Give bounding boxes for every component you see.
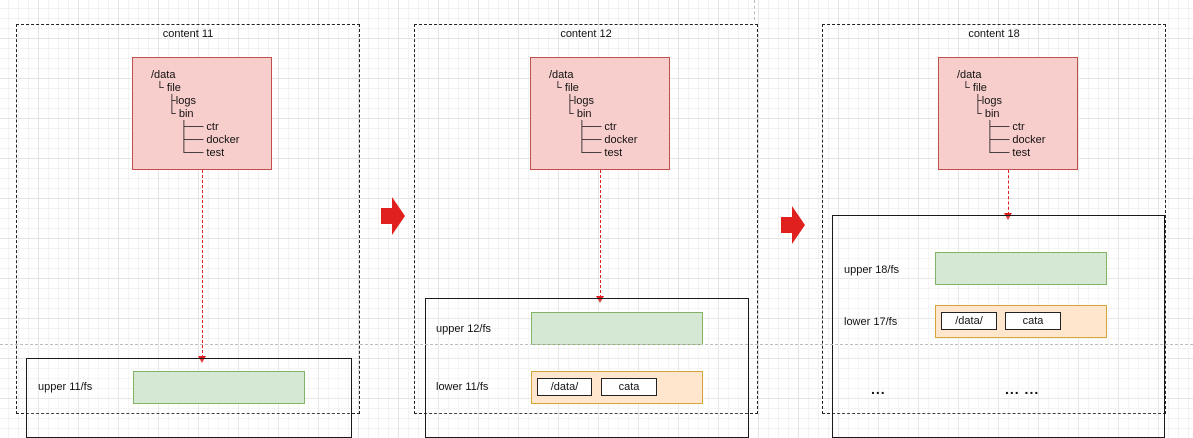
tree-line: └── test	[578, 147, 623, 159]
tree-line: ├logs	[566, 95, 594, 107]
mount-arrow	[596, 170, 604, 303]
upper-layer-bar	[133, 371, 305, 404]
tree-line: /data	[151, 69, 176, 81]
directory-tree: /data └ file ├logs └ bin ├── ctr ├── doc…	[132, 57, 272, 170]
panel-content-18: content 18 /data └ file ├logs └ bin ├── …	[822, 24, 1166, 438]
lower-layer-label: lower 17/fs	[844, 316, 898, 328]
lower-layer-label: lower 11/fs	[436, 381, 489, 393]
tree-line: ├── docker	[180, 134, 240, 146]
overlay-layers: upper 11/fs	[26, 358, 352, 438]
tree-line: /data	[549, 69, 574, 81]
tree-line: ├── docker	[578, 134, 638, 146]
lower-layer-chip: cata	[601, 378, 657, 396]
lower-layer-chip: /data/	[941, 312, 997, 330]
tree-line: ├── ctr	[180, 121, 219, 133]
panel-title: content 18	[968, 28, 1020, 40]
tree-line: ├logs	[974, 95, 1002, 107]
lower-layer-chip: cata	[1005, 312, 1061, 330]
mount-arrow	[198, 170, 206, 363]
tree-line: └── test	[180, 147, 225, 159]
overlay-layers: upper 18/fs lower 17/fs /data/ cata ... …	[832, 215, 1165, 438]
tree-line: /data	[957, 69, 982, 81]
tree-line: └ file	[554, 82, 579, 94]
upper-layer-bar	[531, 312, 703, 345]
directory-tree: /data └ file ├logs └ bin ├── ctr ├── doc…	[938, 57, 1078, 170]
tree-line: └ bin	[168, 108, 194, 120]
tree-line: └── test	[986, 147, 1031, 159]
panel-content-12: content 12 /data └ file ├logs └ bin ├── …	[414, 24, 758, 438]
upper-layer-label: upper 12/fs	[436, 323, 492, 335]
panel-title: content 11	[162, 28, 214, 40]
panel-content-11: content 11 /data └ file ├logs └ bin ├── …	[16, 24, 360, 438]
guide-line-vertical	[754, 0, 755, 20]
tree-line: ├── ctr	[578, 121, 617, 133]
upper-layer-label: upper 18/fs	[844, 264, 900, 276]
upper-layer-label: upper 11/fs	[38, 381, 93, 393]
upper-layer-bar	[935, 252, 1107, 285]
lower-layer-bar: /data/ cata	[935, 305, 1107, 338]
lower-layer-bar: /data/ cata	[531, 371, 703, 404]
tree-line: ├── docker	[986, 134, 1046, 146]
tree-line: └ file	[156, 82, 181, 94]
mount-arrow	[1004, 170, 1012, 220]
ellipsis-right: ... ...	[1005, 381, 1040, 397]
lower-layer-chip: /data/	[537, 378, 592, 396]
tree-line: ├── ctr	[986, 121, 1025, 133]
tree-line: ├logs	[168, 95, 196, 107]
arrow-right-icon	[381, 197, 405, 235]
directory-tree: /data └ file ├logs └ bin ├── ctr ├── doc…	[530, 57, 670, 170]
tree-line: └ bin	[974, 108, 1000, 120]
tree-line: └ bin	[566, 108, 592, 120]
arrow-right-icon	[781, 206, 805, 244]
tree-line: └ file	[962, 82, 987, 94]
guide-line-horizontal	[0, 344, 1193, 345]
ellipsis-left: ...	[871, 381, 886, 397]
panel-title: content 12	[560, 28, 612, 40]
overlay-layers: upper 12/fs lower 11/fs /data/ cata	[425, 298, 749, 438]
